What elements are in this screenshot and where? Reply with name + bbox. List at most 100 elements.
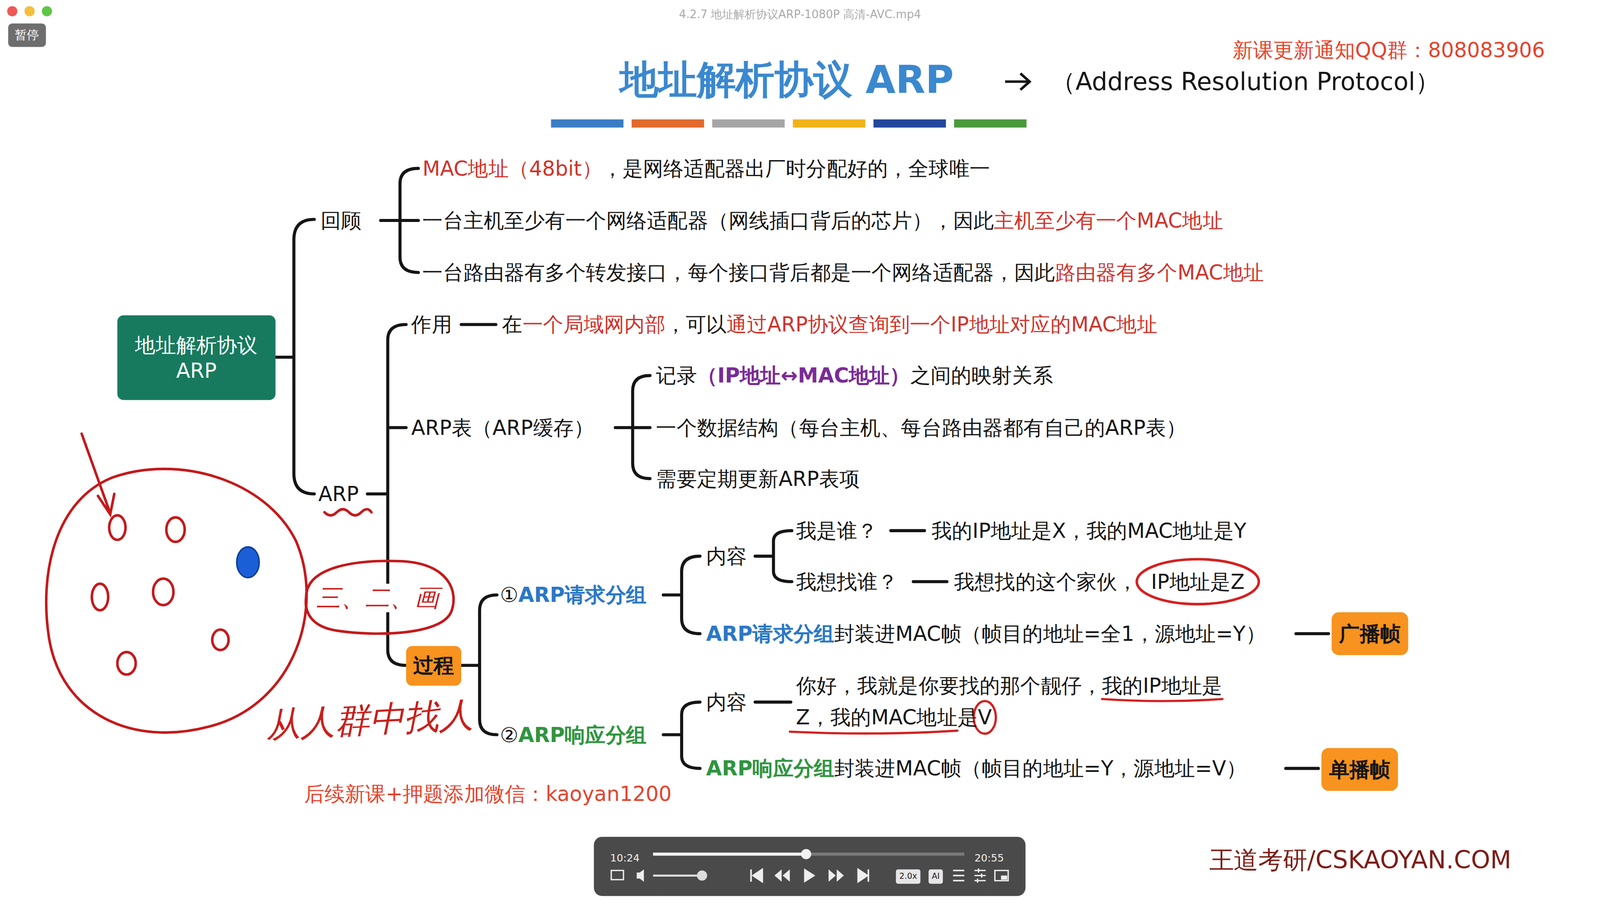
bracket bbox=[1285, 766, 1319, 770]
text-line: （Address Resolution Protocol） bbox=[1050, 66, 1440, 97]
progress-knob bbox=[800, 848, 812, 860]
label-text: 回顾 bbox=[320, 208, 362, 233]
crowd-circle bbox=[46, 469, 307, 733]
prev-icon bbox=[751, 869, 763, 882]
bracket bbox=[663, 555, 701, 634]
text-line: ARP响应分组封装进MAC帧（帧目的地址=Y，源地址=V） bbox=[706, 756, 1247, 781]
settings-icon bbox=[974, 868, 986, 883]
text-line: ARP bbox=[318, 481, 359, 507]
frame-type-badge: 广播帧 bbox=[1331, 612, 1409, 656]
volume-slider bbox=[652, 874, 702, 877]
node-text: 过程 bbox=[413, 652, 454, 679]
text-line: 从人群中找人 bbox=[263, 699, 476, 740]
label-text: 路由器有多个MAC地址 bbox=[1055, 260, 1264, 285]
play-icon bbox=[803, 868, 816, 883]
pip-icon bbox=[994, 870, 1009, 881]
color-bar bbox=[551, 119, 624, 128]
label-text: ② bbox=[500, 722, 519, 748]
label-text: 内容 bbox=[706, 689, 747, 715]
label-text: 一台主机至少有一个网络适配器（网线插口背后的芯片），因此 bbox=[422, 208, 994, 233]
player-panel bbox=[594, 836, 1026, 897]
node-text: 单播帧 bbox=[1329, 756, 1391, 783]
node-text: 暂停 bbox=[14, 27, 40, 43]
color-bar bbox=[792, 119, 865, 128]
slide-title: 地址解析协议 ARP bbox=[619, 56, 955, 103]
label-text: 三、二、画 bbox=[314, 583, 441, 613]
label-text: 通过ARP协议查询到一个IP地址对应的MAC地址 bbox=[726, 312, 1158, 338]
label-text: 在 bbox=[501, 312, 523, 338]
node-text: 2.0x bbox=[899, 871, 917, 882]
text-line: 我的IP地址是X，我的MAC地址是Y bbox=[931, 518, 1247, 543]
process-box: 过程 bbox=[406, 645, 462, 686]
bracket bbox=[461, 322, 496, 326]
window-minimize bbox=[24, 6, 36, 17]
label-text: 主机至少有一个MAC地址 bbox=[993, 208, 1224, 233]
label-text: Z，我的MAC地址是V bbox=[796, 705, 993, 730]
text-line: 10:24 bbox=[610, 841, 640, 867]
label-text: 我想找谁？ bbox=[796, 569, 899, 595]
text-line: 新课更新通知QQ群：808083906 bbox=[1232, 37, 1546, 63]
rewind-icon bbox=[774, 869, 790, 882]
text-line: 我想找谁？ bbox=[796, 569, 899, 595]
bracket bbox=[663, 702, 701, 769]
list-icon bbox=[953, 870, 965, 881]
node-text: 地址解析协议 ARP bbox=[130, 332, 264, 384]
label-text: 作用 bbox=[411, 312, 452, 338]
label-text: （IP地址↔MAC地址） bbox=[697, 363, 911, 389]
person-oval bbox=[166, 517, 185, 543]
forward-icon bbox=[828, 869, 844, 882]
label-text: 20:55 bbox=[974, 851, 1004, 864]
window-close bbox=[7, 6, 18, 17]
label-text: 需要定期更新ARP表项 bbox=[655, 466, 860, 492]
frame-type-badge: 单播帧 bbox=[1321, 748, 1398, 791]
label-text: 一台路由器有多个转发接口，每个接口背后都是一个网络适配器，因此 bbox=[422, 260, 1055, 285]
label-text: ARP响应分组 bbox=[706, 756, 835, 781]
text-line: 你好，我就是你要找的那个靓仔，我的IP地址是 bbox=[796, 673, 1223, 699]
text-line: 回顾 bbox=[320, 208, 362, 233]
label-text: （Address Resolution Protocol） bbox=[1050, 67, 1440, 97]
label-text: ，可以 bbox=[665, 312, 727, 338]
label-text: MAC地址（48bit） bbox=[422, 156, 602, 181]
hand-underline bbox=[1102, 699, 1223, 702]
volume-icon bbox=[636, 869, 645, 882]
progress-fill bbox=[652, 852, 807, 856]
label-text: 我想找的这个家伙， bbox=[954, 569, 1138, 595]
window-zoom bbox=[41, 6, 53, 17]
label-text: 后续新课+押题添加微信：kaoyan1200 bbox=[304, 781, 672, 807]
person-oval bbox=[153, 578, 174, 605]
color-bar bbox=[712, 119, 785, 128]
video-player-bar bbox=[594, 836, 1026, 897]
label-text: 王道考研/CSKAOYAN.COM bbox=[1209, 845, 1512, 875]
hand-drawing bbox=[46, 433, 454, 733]
hand-oval bbox=[305, 560, 454, 634]
label-text: ARP bbox=[318, 481, 359, 507]
text-line: 作用 bbox=[411, 312, 452, 338]
speed-badge: 2.0x bbox=[896, 869, 921, 884]
text-line: 一台路由器有多个转发接口，每个接口背后都是一个网络适配器，因此路由器有多个MAC… bbox=[422, 260, 1264, 285]
label-text: 记录 bbox=[655, 363, 697, 389]
hand-underline bbox=[789, 730, 958, 734]
text-line: ①ARP请求分组 bbox=[500, 582, 647, 608]
bracket bbox=[367, 324, 407, 666]
label-text: 一个局域网内部 bbox=[522, 312, 666, 338]
bracket bbox=[275, 219, 315, 494]
text-line: Z，我的MAC地址是V bbox=[796, 705, 993, 730]
color-bar bbox=[631, 119, 704, 128]
text-line: 内容 bbox=[706, 689, 747, 715]
label-text: IP地址是Z bbox=[1150, 569, 1245, 595]
person-oval bbox=[91, 583, 109, 611]
text-line: ARP表（ARP缓存） bbox=[411, 415, 595, 441]
pip-icon bbox=[1001, 875, 1008, 880]
label-text: 从人群中找人 bbox=[262, 693, 477, 746]
label-text: 10:24 bbox=[610, 851, 640, 864]
label-text: 我是谁？ bbox=[796, 518, 878, 543]
text-line: 需要定期更新ARP表项 bbox=[655, 466, 860, 492]
node-text: AI bbox=[931, 871, 940, 882]
label-text: 我的IP地址是X，我的MAC地址是Y bbox=[931, 518, 1247, 543]
bracket bbox=[755, 530, 792, 582]
label-text: 内容 bbox=[706, 543, 747, 569]
text-line: 王道考研/CSKAOYAN.COM bbox=[1209, 844, 1512, 876]
label-text: 你好，我就是你要找的那个靓仔，我的IP地址是 bbox=[796, 673, 1223, 699]
label-text: 之间的映射关系 bbox=[910, 363, 1054, 389]
volume-knob bbox=[697, 870, 708, 881]
